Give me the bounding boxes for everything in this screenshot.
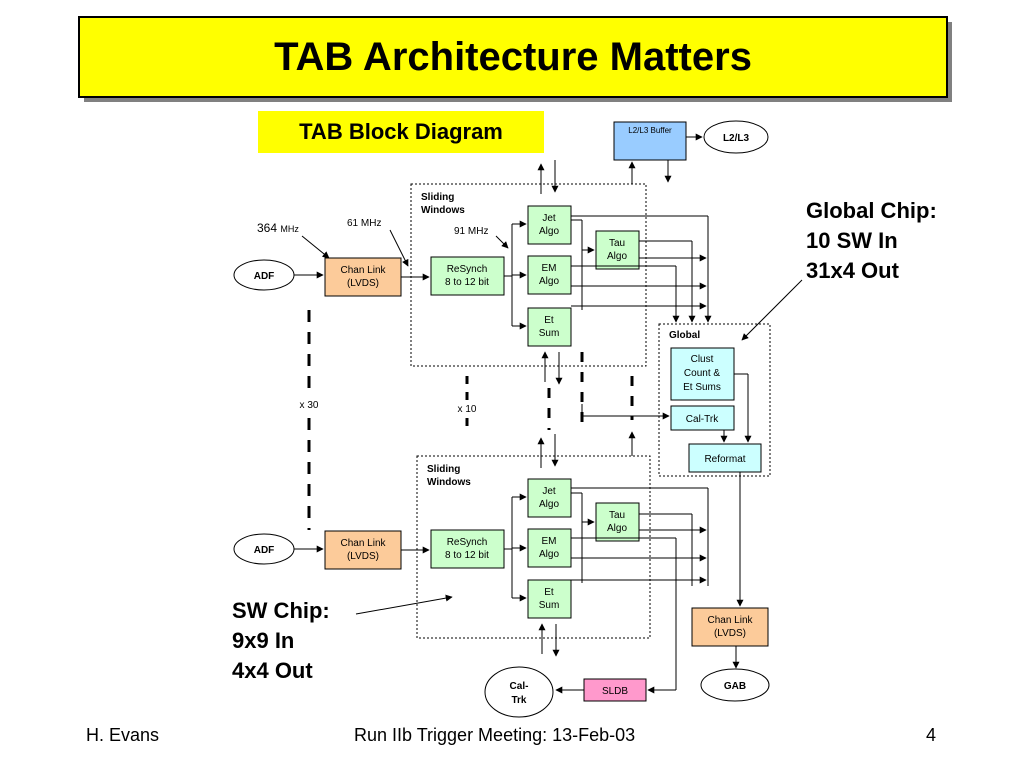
title-banner: TAB Architecture Matters (78, 16, 948, 98)
slide-title: TAB Architecture Matters (274, 34, 752, 79)
sw-chip-line-2: 9x9 In (232, 628, 295, 653)
chan-link-block-global (691, 607, 769, 647)
clust-count-block (670, 347, 735, 401)
cal-trk-oval-label-2: Trk (511, 695, 526, 706)
em-algo-label-top-1: EM (542, 263, 557, 274)
gab-label: GAB (724, 681, 746, 692)
l2l3-buffer-label: L2/L3 Buffer (628, 126, 672, 135)
clust-count-label-3: Et Sums (683, 382, 721, 393)
freq-91-label: 91 MHz (454, 226, 488, 237)
chan-link-label-bottom-1: Chan Link (340, 538, 386, 549)
em-algo-label-top-2: Algo (539, 276, 559, 287)
reformat-block (688, 443, 762, 473)
chan-link-label-bottom-2: (LVDS) (347, 551, 379, 562)
chan-link-label-top-1: Chan Link (340, 265, 386, 276)
global-chip-callout: Global Chip: 10 SW In 31x4 Out (806, 196, 937, 286)
chan-link-label-global-2: (LVDS) (714, 628, 746, 639)
footer-page-number: 4 (926, 725, 937, 745)
cal-trk-label: Cal-Trk (686, 414, 719, 425)
diagram-subtitle: TAB Block Diagram (258, 111, 544, 153)
global-region (658, 323, 771, 477)
tau-algo-block-top (595, 230, 640, 270)
cal-trk-oval (484, 666, 554, 718)
global-chip-callout-arrow (741, 279, 803, 341)
sldb-label: SLDB (602, 686, 628, 697)
em-algo-label-bottom-2: Algo (539, 549, 559, 560)
sliding-windows-label-bottom-2: Windows (427, 477, 471, 488)
et-sum-block-bottom (527, 579, 572, 619)
sw-chip-line-1: SW Chip: (232, 598, 330, 623)
sliding-windows-label-top-1: Sliding (421, 192, 454, 203)
tau-algo-label-top-2: Algo (607, 251, 627, 262)
jet-algo-label-bottom-1: Jet (542, 486, 556, 497)
jet-algo-label-top-1: Jet (542, 213, 556, 224)
resynch-label-bottom-1: ReSynch (447, 537, 488, 548)
cal-trk-oval-label-1: Cal- (510, 681, 529, 692)
gab-oval (700, 668, 770, 702)
l2l3-oval-label: L2/L3 (723, 133, 750, 144)
global-chip-line-2: 10 SW In (806, 228, 898, 253)
x30-label: x 30 (300, 400, 319, 411)
jet-algo-label-bottom-2: Algo (539, 499, 559, 510)
et-sum-label-bottom-1: Et (544, 587, 554, 598)
global-chip-line-1: Global Chip: (806, 198, 937, 223)
resynch-block-bottom (430, 529, 505, 569)
sliding-windows-label-bottom-1: Sliding (427, 464, 460, 475)
resynch-label-top-2: 8 to 12 bit (445, 277, 489, 288)
global-chip-line-3: 31x4 Out (806, 258, 899, 283)
et-sum-block-top (527, 307, 572, 347)
footer-author: H. Evans (86, 725, 160, 745)
sliding-windows-region-bottom (416, 455, 651, 639)
x10-label: x 10 (458, 404, 477, 415)
freq-364-label: 364 MHz (257, 221, 299, 235)
cal-trk-block (670, 405, 735, 431)
em-algo-block-bottom (527, 528, 572, 568)
resynch-label-bottom-2: 8 to 12 bit (445, 550, 489, 561)
chan-link-block-bottom (324, 530, 402, 570)
adf-label-bottom: ADF (254, 545, 275, 556)
et-sum-label-bottom-2: Sum (539, 600, 560, 611)
clust-count-label-1: Clust (691, 354, 714, 365)
clust-count-label-2: Count & (684, 368, 720, 379)
em-algo-block-top (527, 255, 572, 295)
freq-61-label: 61 MHz (347, 218, 381, 229)
global-label: Global (669, 330, 700, 341)
em-algo-label-bottom-1: EM (542, 536, 557, 547)
sw-chip-callout: SW Chip: 9x9 In 4x4 Out (232, 596, 330, 686)
tau-algo-label-bottom-2: Algo (607, 523, 627, 534)
chan-link-block-top (324, 257, 402, 297)
jet-algo-block-bottom (527, 478, 572, 518)
resynch-label-top-1: ReSynch (447, 264, 488, 275)
sliding-windows-region-top (410, 183, 647, 367)
resynch-block-top (430, 256, 505, 296)
jet-algo-block-top (527, 205, 572, 245)
tau-algo-label-bottom-1: Tau (609, 510, 625, 521)
adf-label-top: ADF (254, 271, 275, 282)
et-sum-label-top-1: Et (544, 315, 554, 326)
sw-chip-callout-arrow (355, 594, 453, 615)
sw-chip-line-3: 4x4 Out (232, 658, 313, 683)
reformat-label: Reformat (704, 454, 745, 465)
sliding-windows-label-top-2: Windows (421, 205, 465, 216)
jet-algo-label-top-2: Algo (539, 226, 559, 237)
tau-algo-label-top-1: Tau (609, 238, 625, 249)
tau-algo-block-bottom (595, 502, 640, 542)
chan-link-label-global-1: Chan Link (707, 615, 753, 626)
footer-meeting: Run IIb Trigger Meeting: 13-Feb-03 (354, 725, 636, 745)
chan-link-label-top-2: (LVDS) (347, 278, 379, 289)
l2l3-buffer-block (613, 121, 687, 161)
et-sum-label-top-2: Sum (539, 328, 560, 339)
l2l3-oval (703, 120, 769, 154)
